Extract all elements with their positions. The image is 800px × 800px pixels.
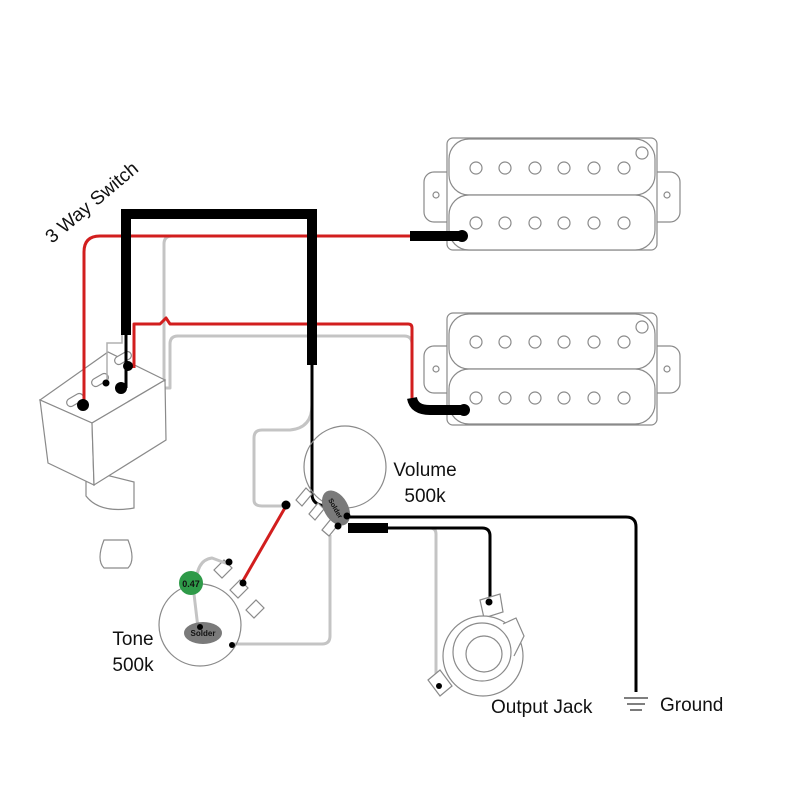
solder-points — [77, 230, 493, 689]
tone-solder-blob — [184, 622, 222, 644]
switch-side-face — [91, 378, 167, 487]
jack-ground-wire — [388, 526, 438, 680]
jack-inner-ring — [465, 635, 503, 673]
ground-symbol-icon — [624, 697, 648, 711]
bridge-coil-bottom — [448, 368, 656, 425]
tone-solder-label: Solder — [191, 629, 216, 638]
capacitor-badge — [179, 571, 203, 595]
jack-sleeve-dot — [436, 683, 442, 689]
bridge-pole-row-top — [469, 335, 631, 349]
neck-coil-bottom — [448, 194, 656, 251]
bridge-terminal-dot — [458, 404, 470, 416]
switch-tip — [99, 539, 133, 569]
volume-lug — [295, 487, 313, 507]
switch-output-shielded-cable — [121, 209, 317, 365]
mount-screw-hole — [432, 191, 440, 199]
bridge-pole-row-bottom — [469, 391, 631, 405]
neck-hot-wire — [82, 234, 412, 405]
adjust-screw — [635, 146, 649, 160]
volume-ground-dot — [343, 512, 351, 520]
bridge-cable-sheath — [407, 396, 462, 415]
tone-ground-wire — [234, 535, 332, 646]
switch-ground-jumper — [106, 334, 123, 383]
jack-tip-dot — [485, 598, 493, 606]
three-way-switch — [38, 350, 167, 569]
switch-neck-dot — [77, 399, 89, 411]
mount-screw-hole — [432, 365, 440, 373]
neck-pole-row-bottom — [469, 216, 631, 230]
adjust-screw — [635, 320, 649, 334]
switch-output-dot — [115, 382, 127, 394]
switch-ground-dot — [102, 379, 110, 387]
tone-lug-dot — [225, 558, 233, 566]
jack-tip-lug — [479, 593, 504, 619]
ground-wire — [346, 515, 638, 692]
bridge-humbucker — [423, 312, 681, 426]
volume-ground-loop — [252, 365, 314, 508]
ground-label: Ground — [660, 695, 723, 716]
neck-terminal-dot — [456, 230, 468, 242]
volume-solder-blob — [321, 490, 351, 526]
bridge-ground-wire — [136, 334, 414, 400]
tone-lug — [245, 599, 265, 619]
volume-value-label: 500k — [404, 486, 446, 507]
volume-pot: Solder — [295, 425, 387, 537]
tone-ground-dot — [229, 642, 235, 648]
volume-lug-dot — [281, 500, 291, 510]
neck-ground-wire — [136, 234, 410, 390]
tone-label: Tone — [112, 629, 153, 650]
volume-output-dot — [334, 522, 342, 530]
bridge-hot-wire — [132, 316, 414, 400]
switch-lug — [91, 372, 109, 388]
output-jack — [427, 593, 525, 697]
jack-tab — [502, 617, 525, 657]
capacitor-value: 0.47 — [182, 579, 200, 589]
switch-bridge-dot — [123, 361, 133, 371]
tone-wiper-dot — [239, 579, 247, 587]
mount-screw-hole — [663, 191, 671, 199]
neck-humbucker — [423, 137, 681, 251]
mount-screw-hole — [663, 365, 671, 373]
tone-value-label: 500k — [112, 655, 154, 676]
volume-pot-body — [303, 425, 387, 509]
jack-outer-ring — [442, 615, 524, 697]
cap-lead-bottom — [192, 593, 200, 629]
jack-tip-wire — [388, 526, 492, 602]
jack-middle-ring — [452, 622, 512, 682]
neck-pole-row-top — [469, 161, 631, 175]
volume-to-tone-wire — [238, 505, 288, 587]
volume-label: Volume — [393, 460, 456, 481]
jack-sleeve-lug — [427, 669, 453, 697]
tone-cap-dot — [197, 624, 203, 630]
output-jack-label: Output Jack — [491, 697, 593, 718]
